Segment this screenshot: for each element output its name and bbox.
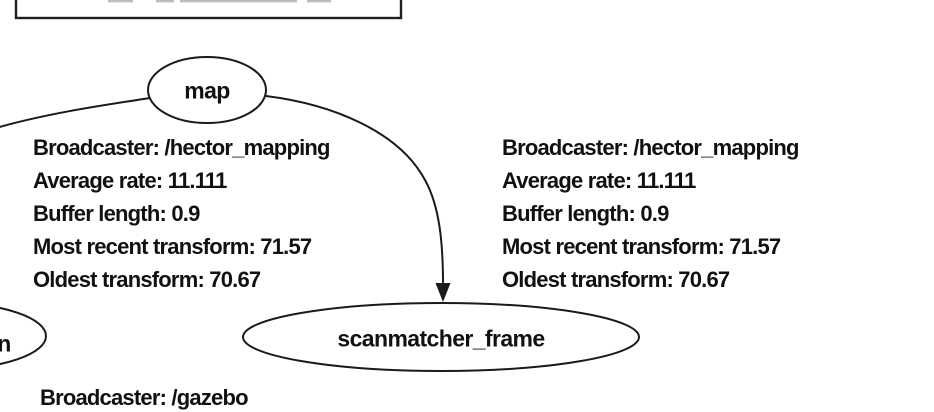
map-node <box>147 56 267 124</box>
edge-label-block-gazebo: Broadcaster: /gazebo <box>40 381 249 412</box>
edge-map-to-left-node <box>0 97 151 128</box>
edge-map-to-scanmatcher <box>265 95 444 285</box>
edge-label-line-broadcaster: Broadcaster: /gazebo <box>40 385 249 410</box>
edge-label-line-average-rate: Average rate: 11.111 <box>502 168 696 193</box>
edge-label-line-most-recent: Most recent transform: 71.57 <box>33 234 312 259</box>
edge-label-line-broadcaster: Broadcaster: /hector_mapping <box>33 135 330 160</box>
map-node-label: map <box>184 77 230 104</box>
edge-label-block-left: Broadcaster: /hector_mapping Average rat… <box>33 131 330 296</box>
edge-label-line-oldest: Oldest transform: 70.67 <box>502 267 730 292</box>
edge-label-line-buffer-length: Buffer length: 0.9 <box>33 201 200 226</box>
arrowhead-icon <box>435 283 451 302</box>
edge-label-line-buffer-length: Buffer length: 0.9 <box>502 201 669 226</box>
scanmatcher-frame-node-label: scanmatcher_frame <box>337 325 545 352</box>
edge-label-line-oldest: Oldest transform: 70.67 <box>33 267 261 292</box>
edge-label-line-average-rate: Average rate: 11.111 <box>33 168 227 193</box>
top-box <box>14 0 403 20</box>
left-partial-node <box>0 307 47 365</box>
edge-label-block-right: Broadcaster: /hector_mapping Average rat… <box>502 131 799 296</box>
clipped-text-remnant <box>108 0 331 3</box>
scanmatcher-frame-node <box>242 302 640 372</box>
edge-label-line-most-recent: Most recent transform: 71.57 <box>502 234 781 259</box>
edge-label-line-broadcaster: Broadcaster: /hector_mapping <box>502 135 799 160</box>
left-partial-node-label: n <box>0 330 11 357</box>
